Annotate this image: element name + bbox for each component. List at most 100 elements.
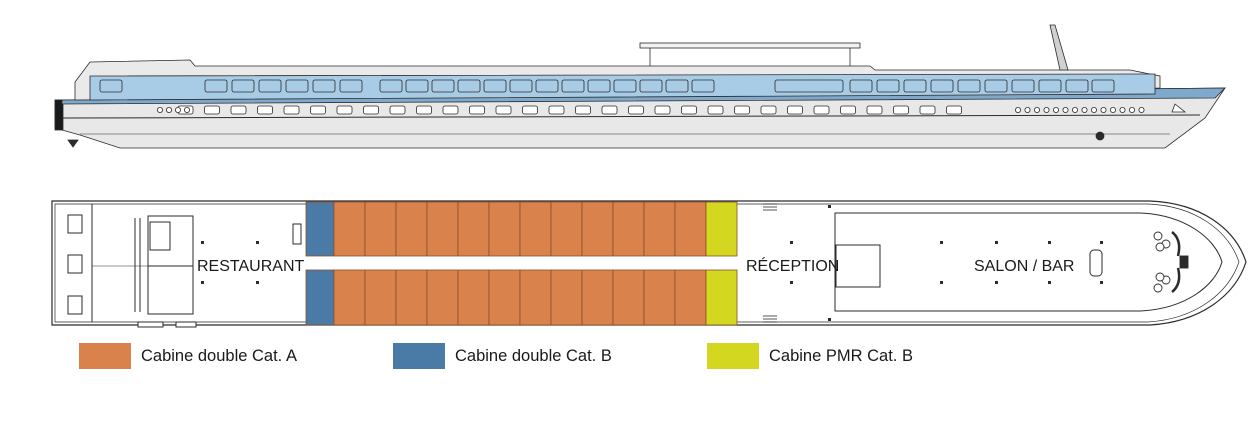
cabin-row-lower	[305, 269, 738, 326]
window	[984, 79, 1008, 93]
porthole	[1091, 107, 1098, 114]
legend-swatch-cat-a	[79, 343, 131, 369]
porthole	[575, 105, 591, 115]
porthole	[174, 107, 181, 114]
window	[849, 79, 873, 93]
cabin-a	[643, 201, 676, 257]
legend-label-cat-a: Cabine double Cat. A	[141, 346, 297, 365]
window	[258, 79, 282, 93]
cabin-b	[305, 269, 335, 326]
porthole	[183, 107, 190, 114]
cabin-a	[426, 201, 459, 257]
legend-label-cat-b: Cabine double Cat. B	[455, 346, 612, 365]
porthole	[416, 105, 432, 115]
porthole	[1072, 107, 1079, 114]
cabin-a	[333, 269, 366, 326]
window	[587, 79, 611, 93]
stern-block	[54, 99, 64, 131]
bow-equipment	[1153, 231, 1189, 293]
legend-swatch-cat-b	[393, 343, 445, 369]
porthole	[230, 105, 247, 115]
bar-counter	[1089, 249, 1103, 277]
porthole	[707, 105, 724, 115]
window	[930, 79, 954, 93]
window	[1065, 79, 1089, 93]
cabin-a	[581, 269, 614, 326]
porthole	[654, 105, 671, 115]
legend-item-cat-b: Cabine double Cat. B	[393, 343, 612, 369]
window	[535, 79, 559, 93]
porthole	[469, 105, 485, 115]
porthole	[495, 105, 512, 115]
stern-box	[67, 214, 83, 234]
porthole	[946, 105, 962, 115]
window	[457, 79, 481, 93]
deck-plan: RESTAURANT RÉCEPTION SALON / BAR	[51, 200, 1247, 328]
window	[483, 79, 507, 93]
window	[613, 79, 637, 93]
legend-swatch-pmr	[707, 343, 759, 369]
window	[774, 79, 844, 93]
window	[231, 79, 255, 93]
mast	[1049, 24, 1069, 71]
porthole	[681, 105, 697, 115]
reception-label: RÉCEPTION	[746, 256, 839, 275]
porthole	[522, 105, 538, 115]
legend-item-pmr: Cabine PMR Cat. B	[707, 343, 913, 369]
anchor-mark	[1095, 131, 1105, 141]
porthole	[442, 105, 459, 115]
porthole	[165, 107, 172, 114]
cabin-pmr	[705, 201, 738, 257]
window	[561, 79, 585, 93]
salon-room	[834, 212, 1223, 312]
porthole	[1053, 107, 1060, 114]
porthole	[628, 105, 644, 115]
porthole	[1129, 107, 1136, 114]
pillars	[201, 205, 1103, 321]
porthole	[1034, 107, 1041, 114]
cabin-a	[333, 201, 366, 257]
cabin-a	[426, 269, 459, 326]
cabin-a	[395, 201, 428, 257]
cabin-a	[550, 201, 583, 257]
porthole	[601, 105, 618, 115]
upper-windows	[99, 79, 1115, 93]
porthole	[1081, 107, 1088, 114]
cabin-a	[674, 269, 707, 326]
service-door	[175, 321, 197, 328]
window	[312, 79, 336, 93]
legend-item-cat-a: Cabine double Cat. A	[79, 343, 297, 369]
window	[285, 79, 309, 93]
bow-flag	[1171, 103, 1187, 113]
window	[204, 79, 228, 93]
legend-label-pmr: Cabine PMR Cat. B	[769, 346, 913, 365]
cabin-a	[488, 201, 521, 257]
cabin-pmr	[705, 269, 738, 326]
cabin-a	[519, 269, 552, 326]
porthole	[760, 105, 777, 115]
porthole	[336, 105, 353, 115]
porthole	[363, 105, 379, 115]
service-door	[137, 321, 164, 328]
sun-canopy	[639, 42, 861, 49]
deck-inner-outline	[54, 203, 1240, 323]
cabin-a	[395, 269, 428, 326]
cabin-a	[519, 201, 552, 257]
window	[903, 79, 927, 93]
cabin-row-upper	[305, 201, 738, 257]
window	[339, 79, 363, 93]
porthole	[787, 105, 803, 115]
porthole	[204, 105, 220, 115]
porthole	[919, 105, 936, 115]
cabin-a	[674, 201, 707, 257]
window	[665, 79, 689, 93]
porthole	[734, 105, 750, 115]
porthole	[813, 105, 830, 115]
window	[405, 79, 429, 93]
cabin-a	[364, 201, 397, 257]
reception-stairs	[763, 203, 777, 323]
reception-desk	[835, 244, 881, 288]
cabin-a	[581, 201, 614, 257]
window	[1038, 79, 1062, 93]
